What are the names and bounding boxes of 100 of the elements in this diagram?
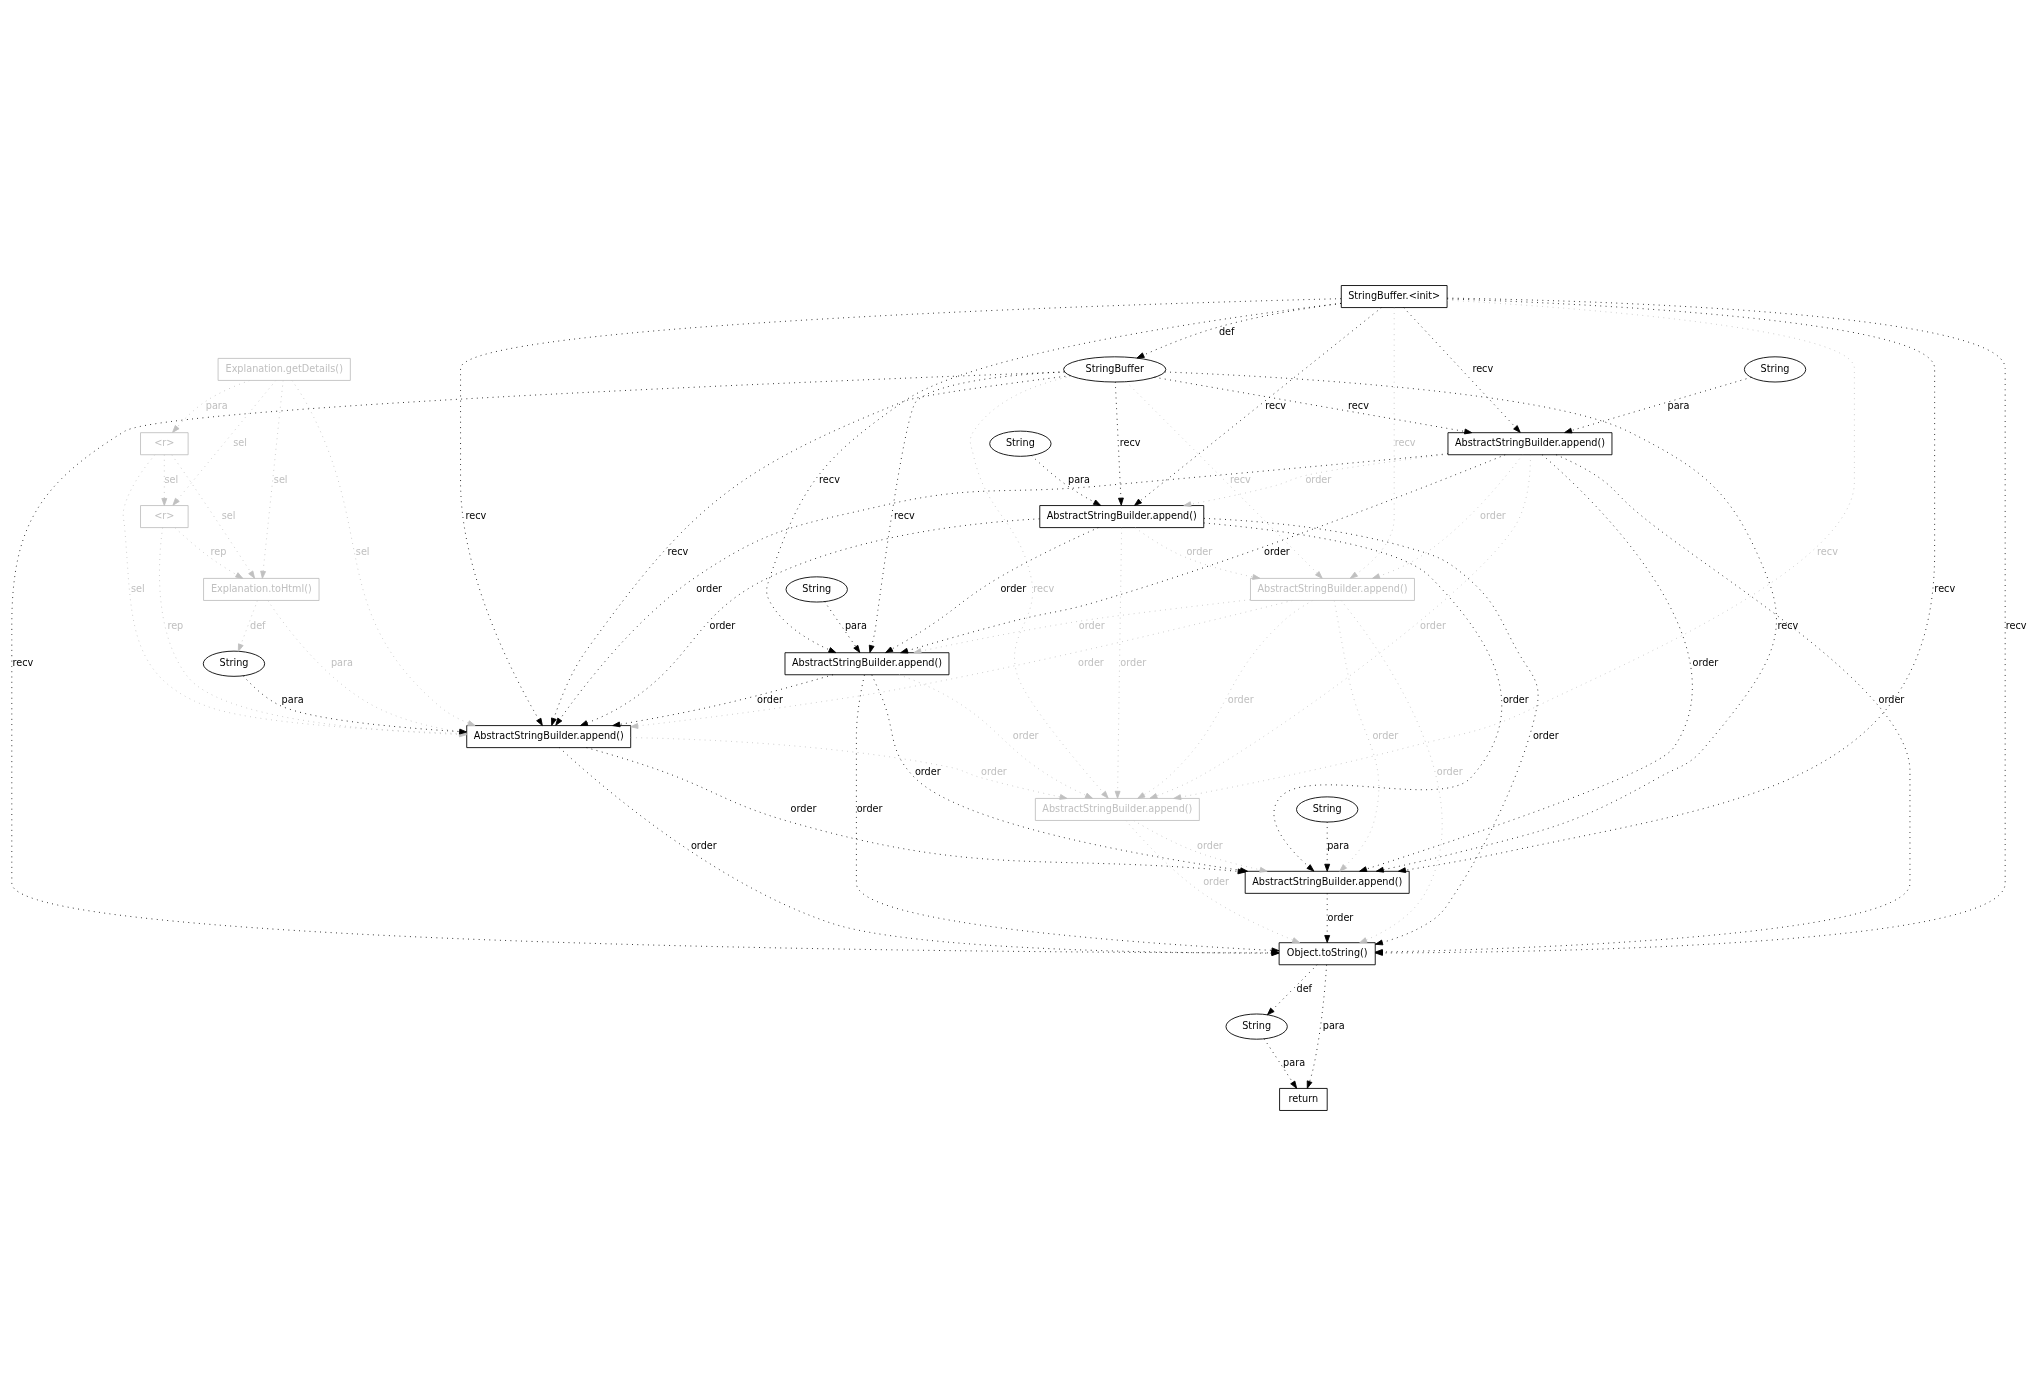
edge-label: sel	[131, 582, 145, 594]
arrow	[1203, 517, 1539, 945]
edge-label: para	[205, 399, 228, 411]
edge-label: sel	[164, 473, 179, 485]
arrow	[174, 526, 244, 579]
edge-label: recv	[1033, 582, 1055, 594]
edge-label: order	[1000, 582, 1027, 594]
arrow	[824, 600, 861, 653]
arrow	[630, 736, 1068, 800]
edge-label: para	[281, 693, 304, 705]
arrow	[1398, 297, 1936, 873]
node-box: AbstractStringBuilder.append()	[1034, 797, 1200, 821]
edge-label: recv	[1817, 545, 1838, 557]
node-box: AbstractStringBuilder.append()	[1244, 870, 1410, 894]
edge-label: order	[1878, 693, 1905, 705]
node-ellipse: String	[202, 650, 266, 677]
edge-label: recv	[819, 473, 840, 485]
edge-label: order	[709, 619, 736, 631]
arrow	[237, 599, 258, 652]
arrow	[161, 453, 168, 506]
arrow	[868, 370, 1065, 653]
arrow	[580, 517, 1040, 726]
arrow	[900, 453, 1506, 654]
node-ellipse: StringBuffer	[1063, 355, 1167, 382]
arrow	[1137, 599, 1313, 799]
edge-label: order	[1372, 729, 1399, 741]
arrow	[1263, 1037, 1298, 1089]
node-box: Explanation.toHtml()	[203, 577, 320, 601]
edge-label: para	[1322, 1019, 1345, 1031]
arrow	[969, 375, 1109, 799]
arrow	[1125, 819, 1301, 943]
node-box: AbstractStringBuilder.append()	[1039, 504, 1205, 528]
edge-label: para	[844, 619, 867, 631]
edge-label: sel	[273, 473, 288, 485]
edge-label: order	[1264, 545, 1290, 557]
edge-label: order	[1692, 656, 1719, 668]
edge-label: order	[1078, 619, 1105, 631]
arrow	[460, 297, 1342, 726]
edge-label: para	[1327, 839, 1350, 851]
node-box: AbstractStringBuilder.append()	[1250, 577, 1415, 601]
edge-label: order	[1420, 619, 1446, 631]
arrow	[1306, 963, 1328, 1089]
edge-label: order	[1012, 729, 1039, 741]
arrow	[1114, 381, 1124, 506]
edge-label: order	[1305, 473, 1332, 485]
arrow	[1154, 376, 1473, 434]
edge-label: sel	[355, 545, 370, 557]
arrow	[1324, 892, 1331, 943]
edge-label: order	[757, 693, 783, 705]
arrow	[1372, 453, 1523, 579]
node-box: <r>	[140, 504, 189, 528]
node-box: Object.toString()	[1278, 941, 1376, 965]
edge-label: recv	[1472, 362, 1494, 374]
node-box: <r>	[140, 431, 189, 455]
arrow	[586, 746, 1246, 874]
edge-label: order	[981, 765, 1007, 777]
edge-label: recv	[1394, 436, 1416, 448]
arrow	[260, 379, 284, 579]
edge-label: recv	[667, 545, 689, 557]
edge-label: recv	[12, 656, 34, 668]
edge-label: order	[1532, 729, 1559, 741]
arrow	[171, 453, 256, 579]
arrow	[172, 379, 250, 433]
edge-label: para	[330, 656, 353, 668]
arrow	[1114, 526, 1123, 799]
edge-label: recv	[1119, 436, 1141, 448]
arrow	[1324, 821, 1331, 872]
arrow	[1340, 599, 1443, 943]
edge-label: order	[1120, 656, 1147, 668]
node-ellipse: String	[1225, 1013, 1288, 1040]
edge-label: rep	[210, 545, 227, 557]
edge-label: order	[696, 582, 723, 594]
arrow	[1134, 526, 1261, 580]
arrow	[555, 452, 1449, 726]
edge-label: order	[790, 802, 817, 814]
arrow	[291, 379, 476, 726]
edge-label: order	[690, 839, 717, 851]
arrow	[1125, 380, 1323, 579]
edge-label: recv	[465, 509, 487, 521]
edge-label: def	[250, 619, 266, 631]
node-box: return	[1279, 1087, 1328, 1111]
node-box: AbstractStringBuilder.append()	[466, 724, 632, 748]
edge-label: order	[1077, 656, 1104, 668]
node-ellipse: String	[989, 430, 1052, 457]
edge-label: para	[1068, 473, 1091, 485]
edge-label: sel	[221, 509, 236, 521]
arrow	[1349, 306, 1395, 579]
edge-label: para	[1667, 399, 1690, 411]
edge-label: order	[1227, 693, 1254, 705]
arrow	[1173, 299, 1855, 800]
node-box: Explanation.getDetails()	[217, 357, 351, 381]
arrow	[1333, 599, 1380, 872]
edge-label: sel	[233, 436, 247, 448]
edge-label: order	[856, 802, 883, 814]
edge-label: recv	[2005, 619, 2027, 631]
edge-label: recv	[1348, 399, 1369, 411]
node-ellipse: String	[1743, 355, 1807, 382]
edge-label: order	[1327, 911, 1354, 922]
arrow	[913, 598, 1251, 654]
arrow	[1149, 454, 1531, 799]
